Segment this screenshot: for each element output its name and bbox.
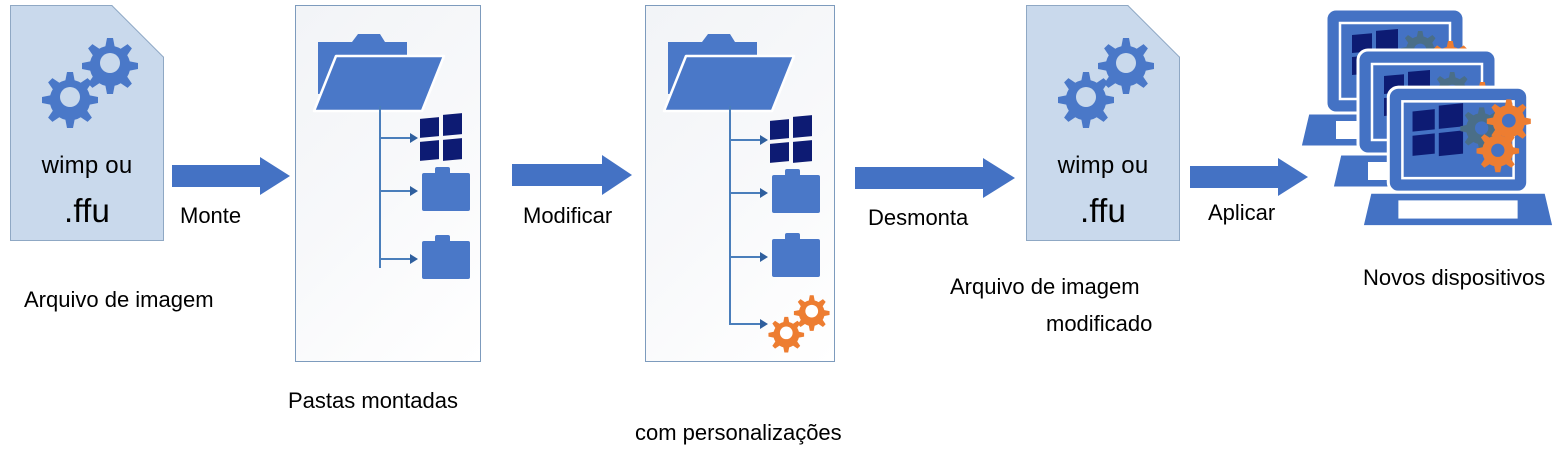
image-file-document: wimp ou .ffu: [10, 5, 164, 241]
folder-icon-1: [422, 167, 470, 211]
tree-branch-3: [379, 258, 412, 260]
customized-folders-panel: [645, 5, 835, 362]
open-folder-icon: [662, 34, 796, 113]
mounted-folders-panel: [295, 5, 481, 362]
gears-icon: [42, 38, 138, 128]
image-file-line1: wimp ou: [41, 152, 133, 179]
modified-image-file-line1: wimp ou: [1057, 152, 1149, 179]
tree-spine: [379, 106, 381, 268]
page-fold-corner: [1128, 5, 1180, 57]
image-file-line2: .ffu: [63, 192, 111, 229]
caption-customized-folders: com personalizações: [635, 420, 842, 445]
arrow-modify: [512, 155, 632, 195]
tree-branch-3-arrowhead: [410, 254, 418, 264]
laptop-icon-front: [1360, 85, 1554, 229]
tree-spine: [729, 106, 731, 325]
windows-logo-icon: [770, 115, 812, 163]
tree-branch-2: [729, 192, 762, 194]
tree-branch-4: [729, 323, 762, 325]
tree-branch-1: [729, 139, 762, 141]
caption-new-devices: Novos dispositivos: [1363, 265, 1546, 290]
new-devices-group: [1298, 5, 1554, 255]
open-folder-icon: [312, 34, 446, 113]
folder-icon-1: [772, 169, 820, 213]
tree-branch-4-arrowhead: [760, 319, 768, 329]
page-fold-corner: [112, 5, 164, 57]
arrow-modify-label: Modificar: [523, 203, 613, 228]
modified-image-file-document: wimp ou .ffu: [1026, 5, 1180, 241]
caption-modified-image-file-line2: modificado: [1046, 311, 1153, 336]
arrow-unmount-label: Desmonta: [868, 205, 969, 230]
tree-branch-3: [729, 256, 762, 258]
caption-modified-image-file-line1: Arquivo de imagem: [950, 274, 1140, 299]
tree-branch-2: [379, 190, 412, 192]
arrow-apply: [1190, 158, 1308, 196]
caption-mounted-folders: Pastas montadas: [288, 388, 458, 413]
tree-branch-2-arrowhead: [410, 186, 418, 196]
tree-branch-1: [379, 137, 412, 139]
folder-icon-2: [772, 233, 820, 277]
tree-branch-1-arrowhead: [760, 135, 768, 145]
tree-branch-2-arrowhead: [760, 188, 768, 198]
arrow-mount: [172, 157, 290, 195]
folder-icon-2: [422, 235, 470, 279]
modified-image-file-line2: .ffu: [1079, 192, 1127, 229]
customization-gears-icon: [768, 295, 830, 353]
windows-logo-icon: [420, 113, 462, 161]
arrow-apply-label: Aplicar: [1208, 200, 1276, 225]
tree-branch-1-arrowhead: [410, 133, 418, 143]
gears-icon: [1058, 38, 1154, 128]
arrow-mount-label: Monte: [180, 203, 242, 228]
tree-branch-3-arrowhead: [760, 252, 768, 262]
arrow-unmount: [855, 158, 1015, 198]
caption-image-file: Arquivo de imagem: [24, 287, 214, 312]
